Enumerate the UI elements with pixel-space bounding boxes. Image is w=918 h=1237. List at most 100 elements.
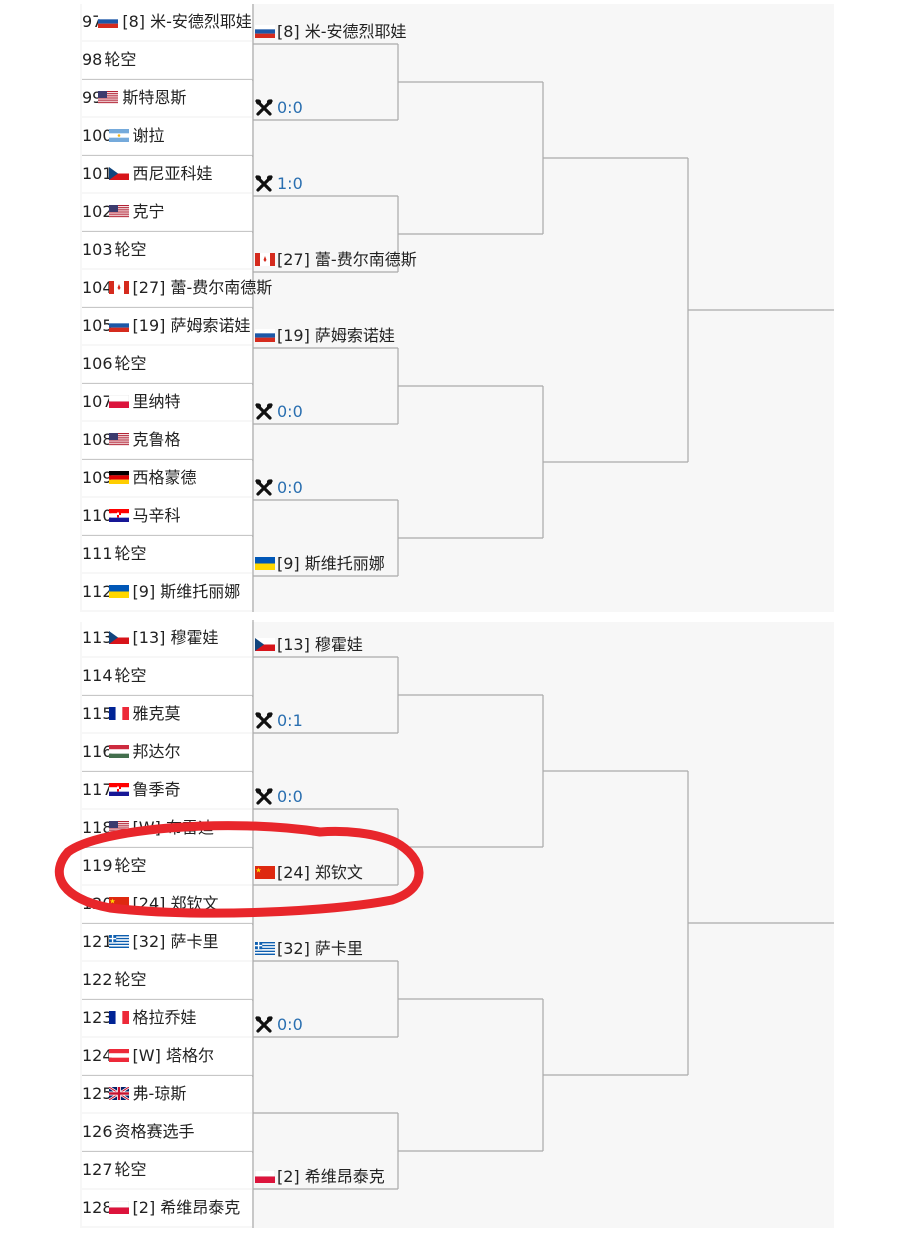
- player-name: 里纳特: [132, 392, 181, 411]
- round1-entry[interactable]: 120[24] 郑钦文: [82, 886, 252, 922]
- draw-position-number: 115: [82, 704, 113, 723]
- match-score[interactable]: 0:0: [255, 782, 303, 812]
- draw-position-number: 99: [82, 88, 103, 107]
- draw-position-number: 121: [82, 932, 113, 951]
- argentina-flag-icon: [108, 126, 131, 145]
- draw-position-number: 125: [82, 1084, 113, 1103]
- player-name: [13] 穆霍娃: [277, 635, 363, 654]
- crossed-rackets-icon: [255, 787, 277, 806]
- round1-entry[interactable]: 97[8] 米-安德烈耶娃: [82, 4, 252, 40]
- round1-entry[interactable]: 104[27] 蕾-费尔南德斯: [82, 270, 272, 306]
- round2-player[interactable]: [19] 萨姆索诺娃: [255, 321, 395, 351]
- czech-flag-icon: [255, 635, 277, 654]
- player-name: 格拉乔娃: [132, 1008, 197, 1027]
- draw-position-number: 101: [82, 164, 113, 183]
- round1-entry[interactable]: 108 克鲁格: [82, 422, 252, 458]
- player-name: [2] 希维昂泰克: [277, 1167, 385, 1186]
- player-name: [24] 郑钦文: [277, 863, 363, 882]
- ukraine-flag-icon: [255, 554, 277, 573]
- usa-flag-icon: [108, 202, 131, 221]
- canada-flag-icon: [108, 278, 131, 297]
- player-name: [32] 萨卡里: [132, 932, 219, 951]
- russia-flag-icon: [255, 22, 277, 41]
- round2-player[interactable]: [27] 蕾-费尔南德斯: [255, 245, 417, 275]
- match-score[interactable]: 0:0: [255, 1010, 303, 1040]
- player-name: [27] 蕾-费尔南德斯: [132, 278, 273, 297]
- uk-flag-icon: [108, 1084, 131, 1103]
- round1-entry[interactable]: 118[W] 布雷迪: [82, 810, 252, 846]
- player-name: [9] 斯维托丽娜: [132, 582, 241, 601]
- match-score[interactable]: 0:1: [255, 706, 303, 736]
- france-flag-icon: [108, 1008, 131, 1027]
- round2-player[interactable]: [2] 希维昂泰克: [255, 1162, 385, 1192]
- player-name: [32] 萨卡里: [277, 939, 363, 958]
- round1-entry[interactable]: 113[13] 穆霍娃: [82, 620, 252, 656]
- player-name: 克鲁格: [132, 430, 181, 449]
- player-name: [W] 布雷迪: [132, 818, 214, 837]
- poland-flag-icon: [108, 392, 131, 411]
- draw-position-number: 98: [82, 50, 103, 69]
- greece-flag-icon: [255, 939, 277, 958]
- canada-flag-icon: [255, 250, 277, 269]
- round1-entry[interactable]: 117 鲁季奇: [82, 772, 252, 808]
- round1-entry[interactable]: 102 克宁: [82, 194, 252, 230]
- match-score[interactable]: 0:0: [255, 397, 303, 427]
- russia-flag-icon: [255, 326, 277, 345]
- score-text: 0:0: [277, 98, 303, 117]
- draw-position-number: 124: [82, 1046, 113, 1065]
- france-flag-icon: [108, 704, 131, 723]
- round1-entry[interactable]: 105[19] 萨姆索诺娃: [82, 308, 252, 344]
- croatia-flag-icon: [108, 506, 131, 525]
- round2-player[interactable]: [32] 萨卡里: [255, 934, 363, 964]
- match-score[interactable]: 0:0: [255, 93, 303, 123]
- draw-position-number: 117: [82, 780, 113, 799]
- round1-entry[interactable]: 128[2] 希维昂泰克: [82, 1190, 252, 1226]
- round1-entry[interactable]: 124 [W] 塔格尔: [82, 1038, 252, 1074]
- match-score[interactable]: 1:0: [255, 169, 303, 199]
- draw-position-number: 100: [82, 126, 113, 145]
- player-name: 克宁: [132, 202, 165, 221]
- player-name: [W] 塔格尔: [132, 1046, 214, 1065]
- draw-position-number: 127: [82, 1160, 113, 1179]
- player-name: 资格赛选手: [114, 1122, 195, 1141]
- player-name: [19] 萨姆索诺娃: [277, 326, 395, 345]
- draw-position-number: 112: [82, 582, 113, 601]
- round2-player[interactable]: [9] 斯维托丽娜: [255, 549, 385, 579]
- crossed-rackets-icon: [255, 478, 277, 497]
- player-name: 轮空: [114, 970, 147, 989]
- round2-player[interactable]: [24] 郑钦文: [255, 858, 363, 888]
- russia-flag-icon: [98, 12, 120, 31]
- round1-entry[interactable]: 112 [9] 斯维托丽娜: [82, 574, 252, 610]
- player-name: 马辛科: [132, 506, 181, 525]
- match-score[interactable]: 0:0: [255, 473, 303, 503]
- china-flag-icon: [255, 863, 277, 882]
- draw-position-number: 102: [82, 202, 113, 221]
- score-text: 0:0: [277, 478, 303, 497]
- round2-player[interactable]: [8] 米-安德烈耶娃: [255, 17, 407, 47]
- draw-position-number: 108: [82, 430, 113, 449]
- round2-player[interactable]: [13] 穆霍娃: [255, 630, 363, 660]
- player-name: 鲁季奇: [132, 780, 181, 799]
- player-name: 轮空: [114, 544, 147, 563]
- draw-position-number: 114: [82, 666, 113, 685]
- round1-entry[interactable]: 121 [32] 萨卡里: [82, 924, 252, 960]
